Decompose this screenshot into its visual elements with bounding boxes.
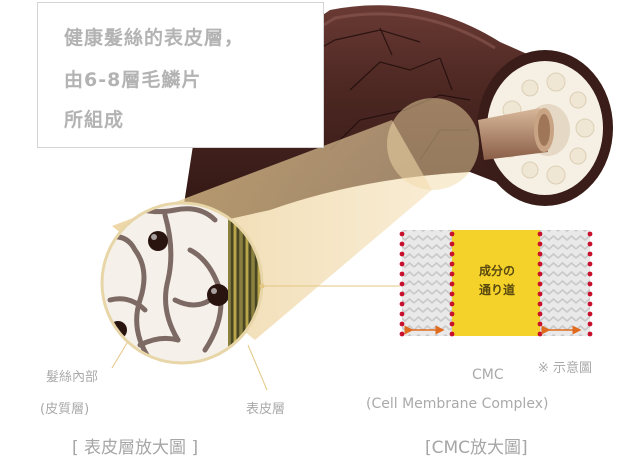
cmc-path-line-1: 成分の [478, 264, 515, 278]
note-illustration: ※ 示意圖 [538, 361, 593, 376]
label-cuticle: 表皮層 [246, 402, 286, 417]
leader-lines [111, 285, 400, 391]
caption-cmc: [CMC放大圖] [425, 438, 528, 458]
cmc-diagram [399, 230, 593, 337]
hair-medulla-rod [478, 108, 554, 160]
intro-box: 健康髮絲的表皮層， 由6-8層毛鱗片 所組成 [37, 2, 324, 148]
intro-line-3: 所組成 [64, 109, 125, 131]
label-cmc-full: (Cell Membrane Complex) [366, 396, 549, 412]
label-cortex: (皮質層) [40, 402, 90, 417]
leader-dot [259, 283, 265, 289]
label-cmc: CMC [472, 367, 504, 383]
caption-cuticle: [ 表皮層放大圖 ] [72, 438, 199, 458]
label-hair-inner: 髮絲內部 [46, 370, 99, 385]
cmc-path-line-2: 通り道 [478, 283, 515, 297]
intro-line-2: 由6-8層毛鱗片 [64, 69, 202, 91]
intro-line-1: 健康髮絲的表皮層， [64, 27, 245, 49]
